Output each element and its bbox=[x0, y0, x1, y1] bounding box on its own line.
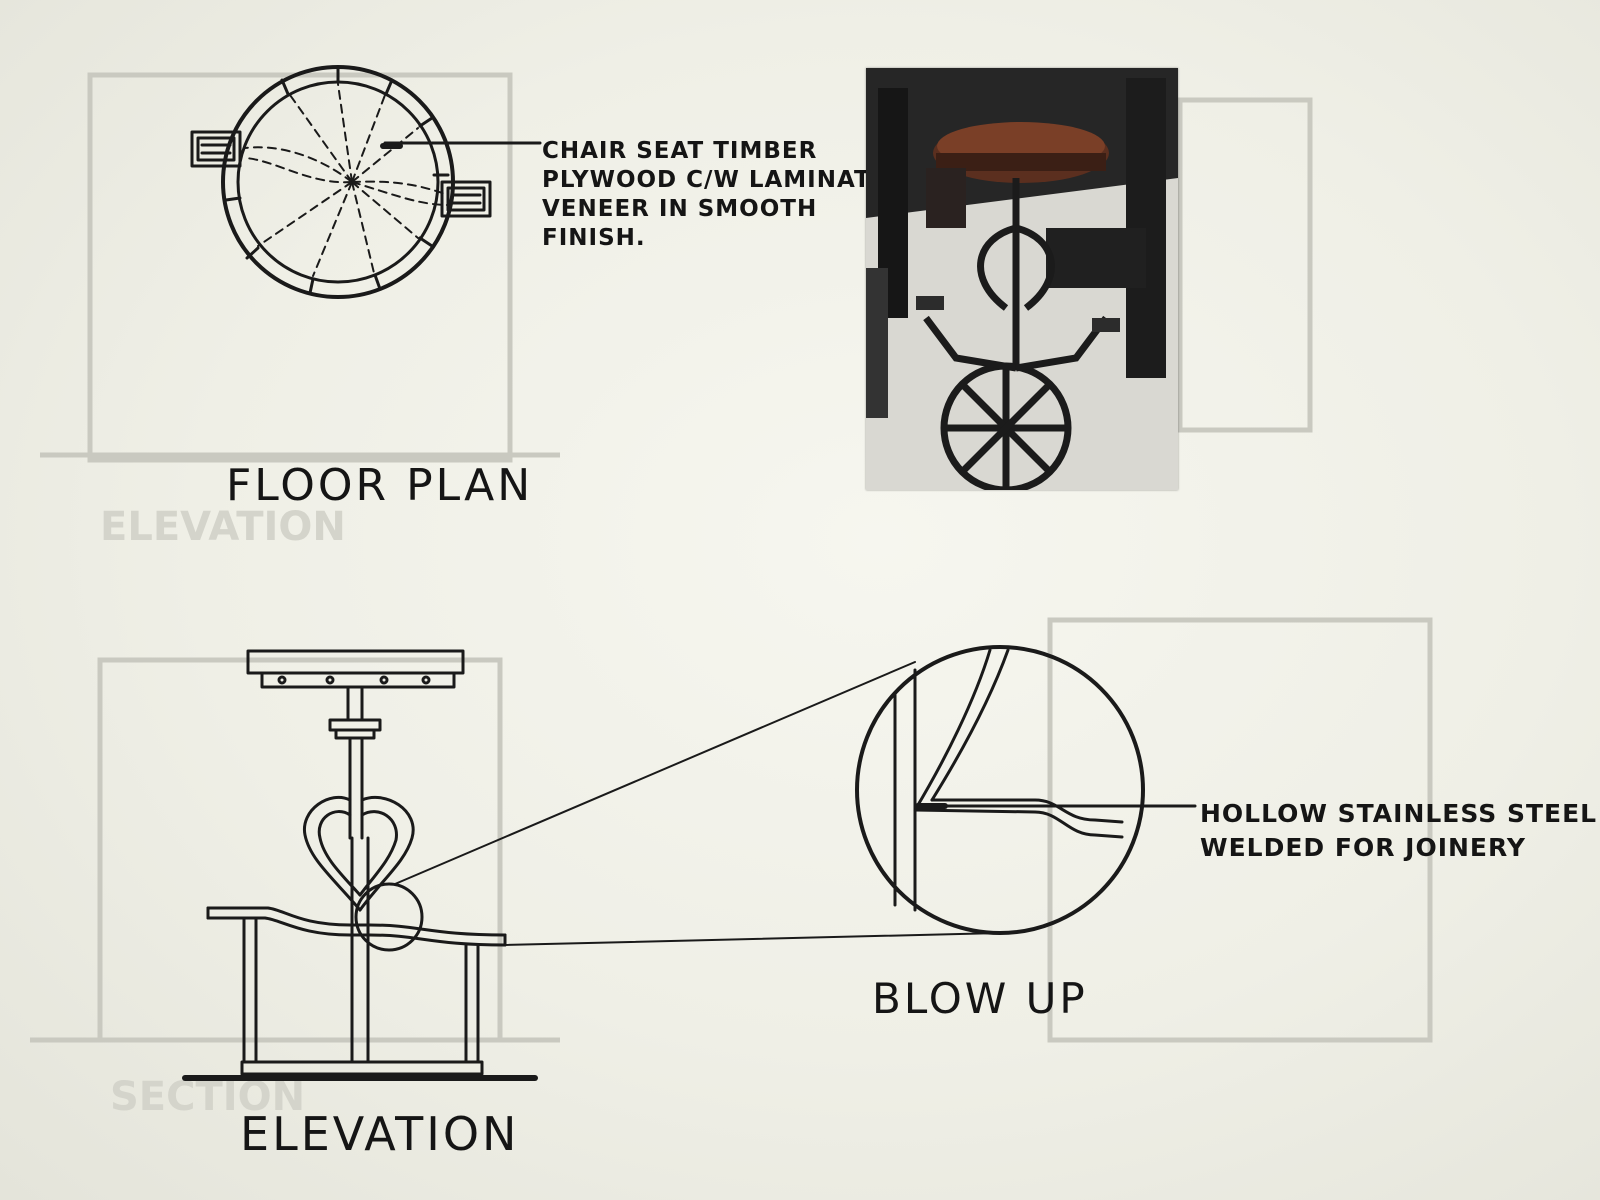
blow-up-note-line-1: HOLLOW STAINLESS STEEL bbox=[1200, 799, 1597, 828]
floor-plan-note-line-1: CHAIR SEAT TIMBER bbox=[542, 138, 817, 164]
elevation-drawing bbox=[182, 649, 1001, 1081]
ghost-sketch-back: ELEVATION SECTION bbox=[30, 72, 1433, 1120]
floor-plan-drawing bbox=[190, 65, 542, 299]
blow-up-note-line-2: WELDED FOR JOINERY bbox=[1200, 833, 1526, 862]
elevation-title: ELEVATION bbox=[240, 1107, 519, 1161]
reference-photo bbox=[866, 68, 1178, 490]
floor-plan-note-line-3: VENEER IN SMOOTH bbox=[542, 196, 817, 222]
svg-text:ELEVATION: ELEVATION bbox=[100, 504, 346, 550]
floor-plan-title: FLOOR PLAN bbox=[226, 460, 533, 511]
floor-plan-note-line-2: PLYWOOD C/W LAMINATED bbox=[542, 167, 907, 193]
blow-up-title: BLOW UP bbox=[872, 974, 1088, 1023]
floor-plan-note-line-4: FINISH. bbox=[542, 225, 646, 251]
svg-text:SECTION: SECTION bbox=[110, 1074, 305, 1120]
blow-up-drawing bbox=[855, 645, 1197, 935]
